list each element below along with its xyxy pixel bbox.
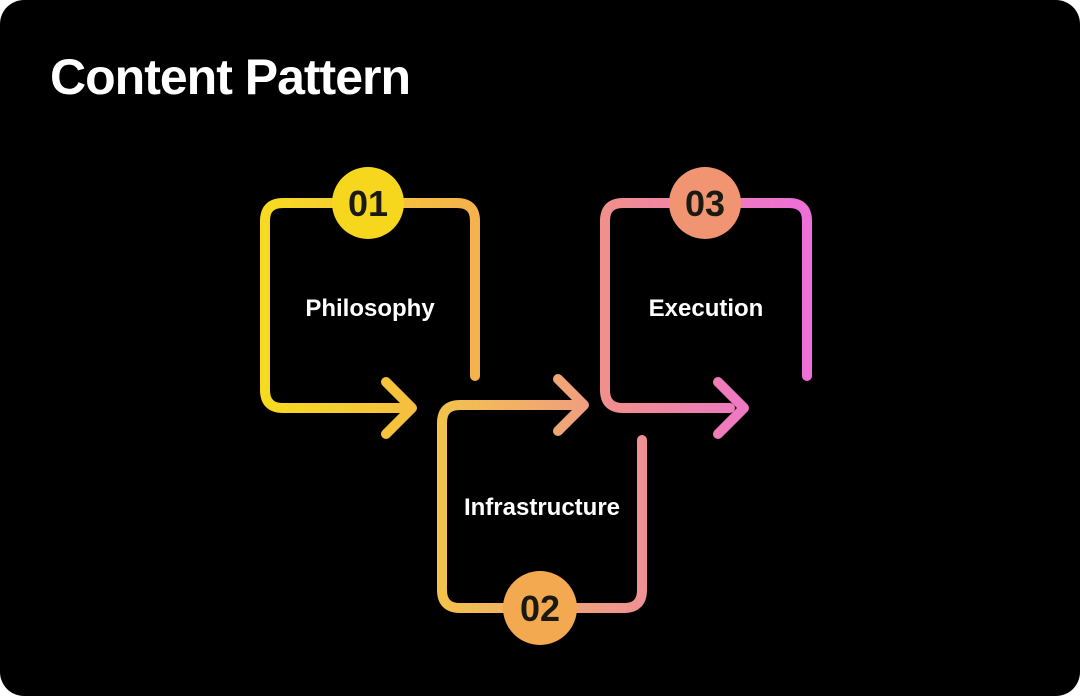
- step-3-number: 03: [685, 183, 725, 224]
- step-2-number: 02: [520, 588, 560, 629]
- step-1-number: 01: [348, 183, 388, 224]
- step-1-badge: [332, 167, 404, 239]
- step-3-wire: [600, 198, 812, 413]
- page-title: Content Pattern: [50, 49, 411, 105]
- step-2-label: Infrastructure: [464, 494, 620, 521]
- step-1-philosophy: 01 Philosophy: [260, 167, 480, 439]
- step-2-wire: [437, 400, 647, 613]
- step-2-arrow-right-icon: [553, 374, 589, 436]
- step-2-infrastructure: 02 Infrastructure: [437, 374, 647, 645]
- step-1-wire: [260, 198, 480, 413]
- step-3-arrow-right-icon: [713, 377, 749, 439]
- step-3-execution: 03 Execution: [600, 167, 812, 439]
- step-3-label: Execution: [649, 295, 764, 322]
- step-2-badge: [503, 571, 577, 645]
- step-1-label: Philosophy: [305, 295, 435, 322]
- step-1-arrow-right-icon: [381, 377, 417, 439]
- step-3-badge: [669, 167, 741, 239]
